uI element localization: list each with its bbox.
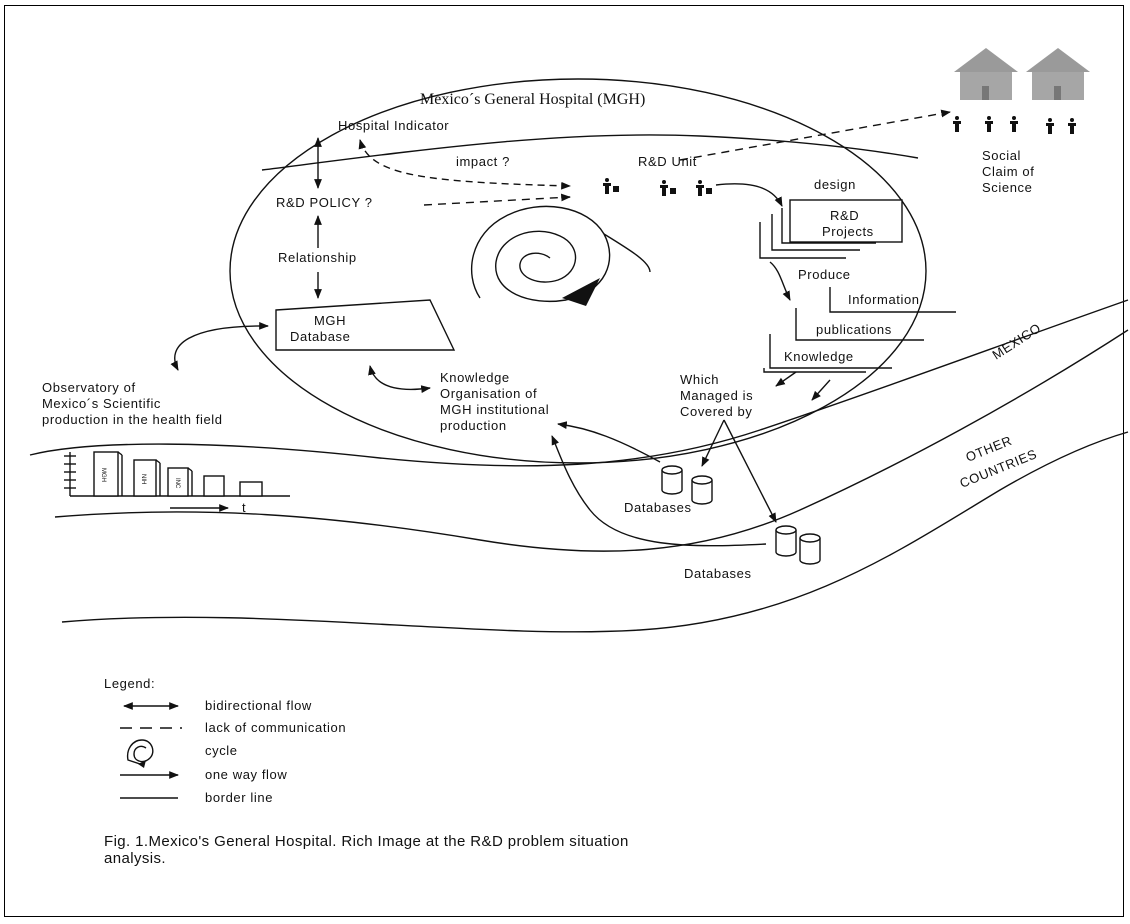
which-label-3: Covered by [680,404,752,419]
rd-projects-label-1: R&D [830,208,859,223]
legend-item-bidirectional: bidirectional flow [205,698,312,713]
database-cylinders-icon-1 [661,465,713,505]
produce-arrow [769,261,791,301]
databases-to-knowledge-arrow-2 [551,435,767,547]
bidirectional-arrow-database-knowledge [368,365,431,394]
databases-label-2: Databases [684,566,752,581]
knowledge-org-label-2: Organisation of [440,386,537,401]
knowledge-org-label-3: MGH institutional [440,402,549,417]
information-label: Information [848,292,920,307]
database-cylinders-icon-2 [775,525,821,565]
knowledge-covered-arrow [811,379,831,401]
mgh-database-label-1: MGH [314,313,346,328]
social-claim-label-3: Science [982,180,1032,195]
relationship-label: Relationship [278,250,357,265]
databases-label-1: Databases [624,500,692,515]
legend-title: Legend: [104,676,155,691]
rd-projects-label-2: Projects [822,224,874,239]
other-countries-border-line [61,431,1129,633]
bar-label-3: INC [174,478,180,489]
mexico-border-line [29,299,1129,467]
which-label-2: Managed is [680,388,753,403]
produce-label: Produce [798,267,851,282]
legend-item-one-way: one way flow [205,767,287,782]
impact-dashed-arrow [358,139,571,190]
social-claim-label-1: Social [982,148,1021,163]
observatory-label-2: Mexico´s Scientific [42,396,161,411]
policy-dashed-arrow [423,193,571,206]
rd-policy-label: R&D POLICY ? [276,195,373,210]
hospital-indicator-label: Hospital Indicator [338,118,449,133]
outputs-box [763,287,956,373]
knowledge-org-label-4: production [440,418,507,433]
design-arrow [715,183,783,207]
figure-caption-line-1: Fig. 1.Mexico's General Hospital. Rich I… [104,833,629,850]
bar-label-2: NIH [140,474,146,484]
rd-unit-people-icon [603,178,712,196]
legend-item-lack-communication: lack of communication [205,720,346,735]
mgh-database-label-2: Database [290,329,350,344]
mgh-database-box [275,299,456,351]
design-label: design [814,177,856,192]
observatory-label-1: Observatory of [42,380,136,395]
bidirectional-arrow-observatory-database [170,321,269,371]
observatory-label-3: production in the health field [42,412,223,427]
databases-to-knowledge-arrow-1 [557,421,661,463]
which-label-1: Which [680,372,719,387]
society-people-icon [953,116,1076,134]
houses-icon [954,48,1090,100]
knowledge-org-label-1: Knowledge [440,370,510,385]
legend-item-border-line: border line [205,790,273,805]
hospital-title: Mexico´s General Hospital (MGH) [420,91,645,108]
knowledge-managed-arrow [775,371,797,387]
social-claim-label-2: Claim of [982,164,1034,179]
time-axis-label: t [242,500,246,515]
rd-projects-box [759,199,903,259]
bar-label-1: MGH [100,468,106,482]
bar-chart-icon [64,451,290,512]
covered-by-arrow-2 [723,419,777,523]
spiral-icon [126,739,154,768]
figure-frame [4,5,1124,917]
mexico-region-label: MEXICO [989,320,1043,362]
rd-unit-label: R&D Unit [638,154,697,169]
publications-label: publications [816,322,892,337]
figure-caption-line-2: analysis. [104,850,166,867]
social-claim-dashed-arrow [679,109,951,161]
knowledge-label: Knowledge [784,349,854,364]
hospital-circle [229,78,927,464]
legend-item-cycle: cycle [205,743,238,758]
spiral-icon [470,205,651,306]
covered-by-arrow-1 [701,419,725,467]
mexico-border-line-lower [54,329,1129,552]
impact-label: impact ? [456,154,510,169]
